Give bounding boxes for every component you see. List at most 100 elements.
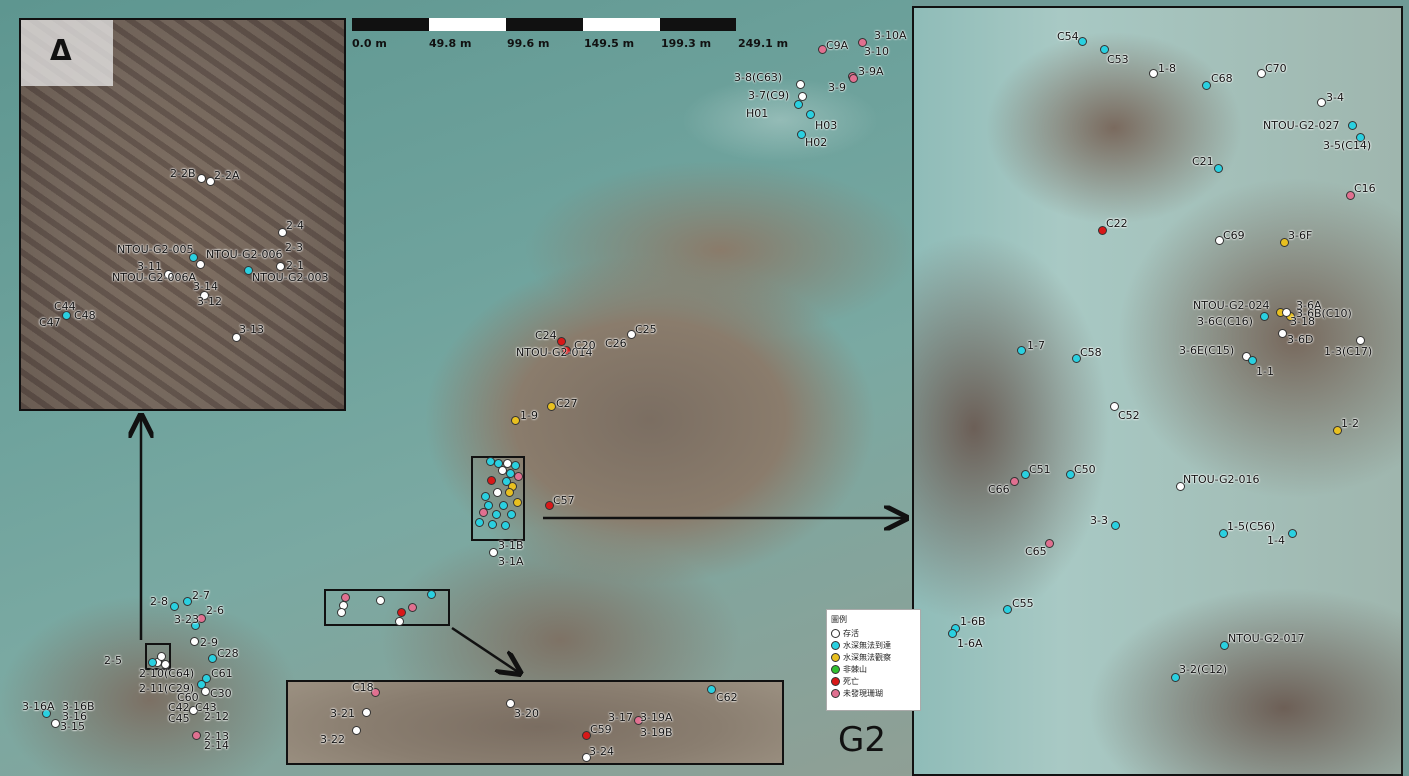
survey-point-marker: [489, 548, 498, 557]
survey-point-marker: [1282, 308, 1291, 317]
survey-point-label: 3-19B: [640, 726, 673, 739]
legend-swatch: [831, 628, 840, 638]
survey-point-label: 3-15: [60, 720, 85, 733]
survey-point-label: 3-21: [330, 707, 355, 720]
survey-point-marker: [376, 596, 385, 605]
survey-point-label: 3-5(C14): [1323, 139, 1372, 152]
survey-point-marker: [634, 716, 643, 725]
survey-point-marker: [948, 629, 957, 638]
legend-title: 圖例: [831, 615, 847, 624]
survey-point-label: C52: [1118, 409, 1140, 422]
survey-point-label: C68: [1211, 72, 1233, 85]
survey-point-label: C58: [1080, 346, 1102, 359]
survey-point-marker: [806, 110, 815, 119]
focus-box-bottom: [324, 589, 450, 626]
survey-point-label: 3-6D: [1287, 333, 1314, 346]
survey-point-label: 2-9: [200, 636, 218, 649]
survey-point-label: 1-6A: [957, 637, 983, 650]
survey-point-marker: [513, 498, 522, 507]
survey-point-marker: [1220, 641, 1229, 650]
survey-point-marker: [164, 270, 173, 279]
survey-point-label: 2-6: [206, 604, 224, 617]
survey-point-label: 3-19A: [640, 711, 673, 724]
survey-point-label: 3-23: [174, 613, 199, 626]
survey-point-marker: [1110, 402, 1119, 411]
survey-point-marker: [395, 617, 404, 626]
survey-point-marker: [1072, 354, 1081, 363]
survey-point-marker: [557, 337, 566, 346]
legend-swatch: [831, 640, 840, 650]
survey-point-label: 2-8: [150, 595, 168, 608]
survey-point-label: C45: [168, 712, 190, 725]
survey-point-marker: [276, 262, 285, 271]
survey-point-label: C44: [54, 300, 76, 313]
survey-point-label: 1-5(C56): [1227, 520, 1276, 533]
survey-point-label: 3-16B: [62, 700, 95, 713]
scale-label: 49.8 m: [429, 37, 472, 50]
survey-point-label: C43: [195, 701, 217, 714]
survey-point-label: 1-8: [1158, 62, 1176, 75]
survey-point-label: 3-6B(C10): [1296, 307, 1352, 320]
legend-item: 水深無法到達: [831, 639, 916, 651]
survey-point-marker: [352, 726, 361, 735]
survey-point-label: 3-22: [320, 733, 345, 746]
survey-point-marker: [492, 510, 501, 519]
survey-point-marker: [499, 501, 508, 510]
inset-delta-label: Δ: [21, 20, 113, 86]
scale-label: 99.6 m: [507, 37, 550, 50]
focus-box-delta: [145, 643, 171, 670]
survey-point-label: C21: [1192, 155, 1214, 168]
survey-point-label: C30: [210, 687, 232, 700]
survey-point-marker: [1017, 346, 1026, 355]
survey-point-marker: [200, 291, 209, 300]
survey-point-label: 3-6A: [1296, 299, 1322, 312]
survey-point-label: 3-8(C63): [734, 71, 783, 84]
survey-point-marker: [191, 621, 200, 630]
survey-point-label: C16: [1354, 182, 1376, 195]
survey-point-label: 2-5: [104, 654, 122, 667]
survey-point-label: 3-18: [1290, 315, 1315, 328]
map-title: G2: [838, 720, 886, 760]
survey-point-marker: [487, 476, 496, 485]
survey-point-label: 2-3: [285, 241, 303, 254]
survey-point-label: 3-24: [589, 745, 614, 758]
survey-point-marker: [1066, 470, 1075, 479]
survey-point-marker: [511, 416, 520, 425]
survey-point-label: C54: [1057, 30, 1079, 43]
survey-point-marker: [1356, 133, 1365, 142]
survey-point-label: 2-2B: [170, 167, 196, 180]
survey-point-label: C62: [716, 691, 738, 704]
survey-point-marker: [1215, 236, 1224, 245]
survey-point-marker: [1214, 164, 1223, 173]
survey-point-label: NTOU-G2-024: [1193, 299, 1270, 312]
survey-point-label: C50: [1074, 463, 1096, 476]
survey-point-label: 1-9: [520, 409, 538, 422]
survey-point-label: H01: [746, 107, 769, 120]
survey-point-label: 3-3: [1090, 514, 1108, 527]
survey-point-label: 3-20: [514, 707, 539, 720]
survey-point-label: 3-2(C12): [1179, 663, 1228, 676]
survey-point-marker: [501, 521, 510, 530]
survey-point-label: NTOU-G2-003: [252, 271, 329, 284]
survey-point-marker: [197, 174, 206, 183]
survey-point-marker: [170, 602, 179, 611]
survey-point-label: 1-1: [1256, 365, 1274, 378]
survey-point-marker: [1021, 470, 1030, 479]
survey-point-marker: [62, 311, 71, 320]
survey-point-marker: [278, 228, 287, 237]
survey-point-marker: [1111, 521, 1120, 530]
survey-point-marker: [408, 603, 417, 612]
survey-point-marker: [562, 346, 571, 355]
survey-point-label: 1-4: [1267, 534, 1285, 547]
survey-point-label: 3-17: [608, 711, 633, 724]
survey-point-label: 3-10A: [874, 29, 907, 42]
survey-point-label: 3-7(C9): [748, 89, 790, 102]
survey-point-label: C51: [1029, 463, 1051, 476]
survey-point-marker: [1202, 81, 1211, 90]
survey-point-marker: [1176, 482, 1185, 491]
legend-swatch: [831, 664, 840, 674]
survey-point-marker: [481, 492, 490, 501]
survey-point-marker: [858, 38, 867, 47]
survey-point-marker: [627, 330, 636, 339]
scale-label: 199.3 m: [661, 37, 712, 50]
